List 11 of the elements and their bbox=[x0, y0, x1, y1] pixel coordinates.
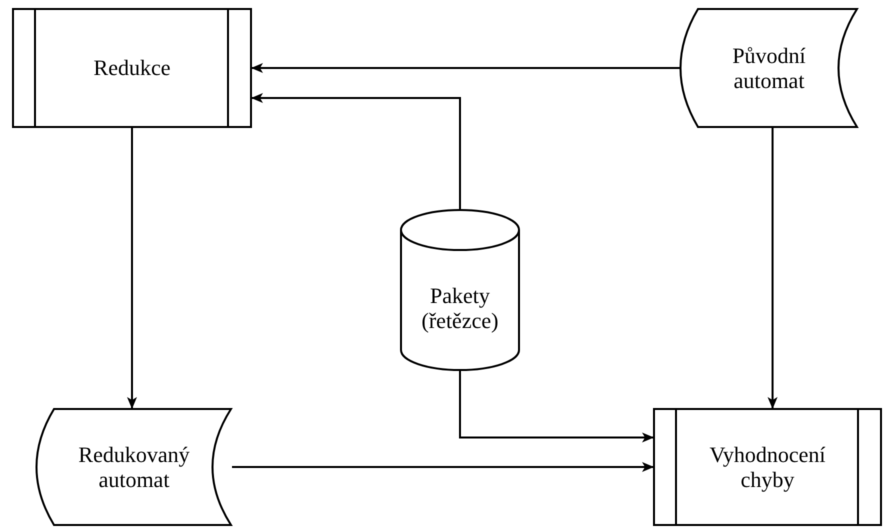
arrow bbox=[768, 128, 778, 409]
node-label: Původní automat bbox=[731, 42, 807, 94]
arrow bbox=[459, 370, 654, 442]
node-label: Pakety (řetězce) bbox=[420, 282, 500, 334]
arrow bbox=[127, 128, 137, 409]
arrow bbox=[251, 93, 461, 210]
arrow bbox=[232, 462, 654, 472]
node-label: Redukovaný automat bbox=[77, 442, 191, 492]
node-label: Vyhodnocení chyby bbox=[708, 442, 827, 492]
arrow bbox=[251, 63, 680, 73]
node-label: Redukce bbox=[92, 55, 172, 81]
